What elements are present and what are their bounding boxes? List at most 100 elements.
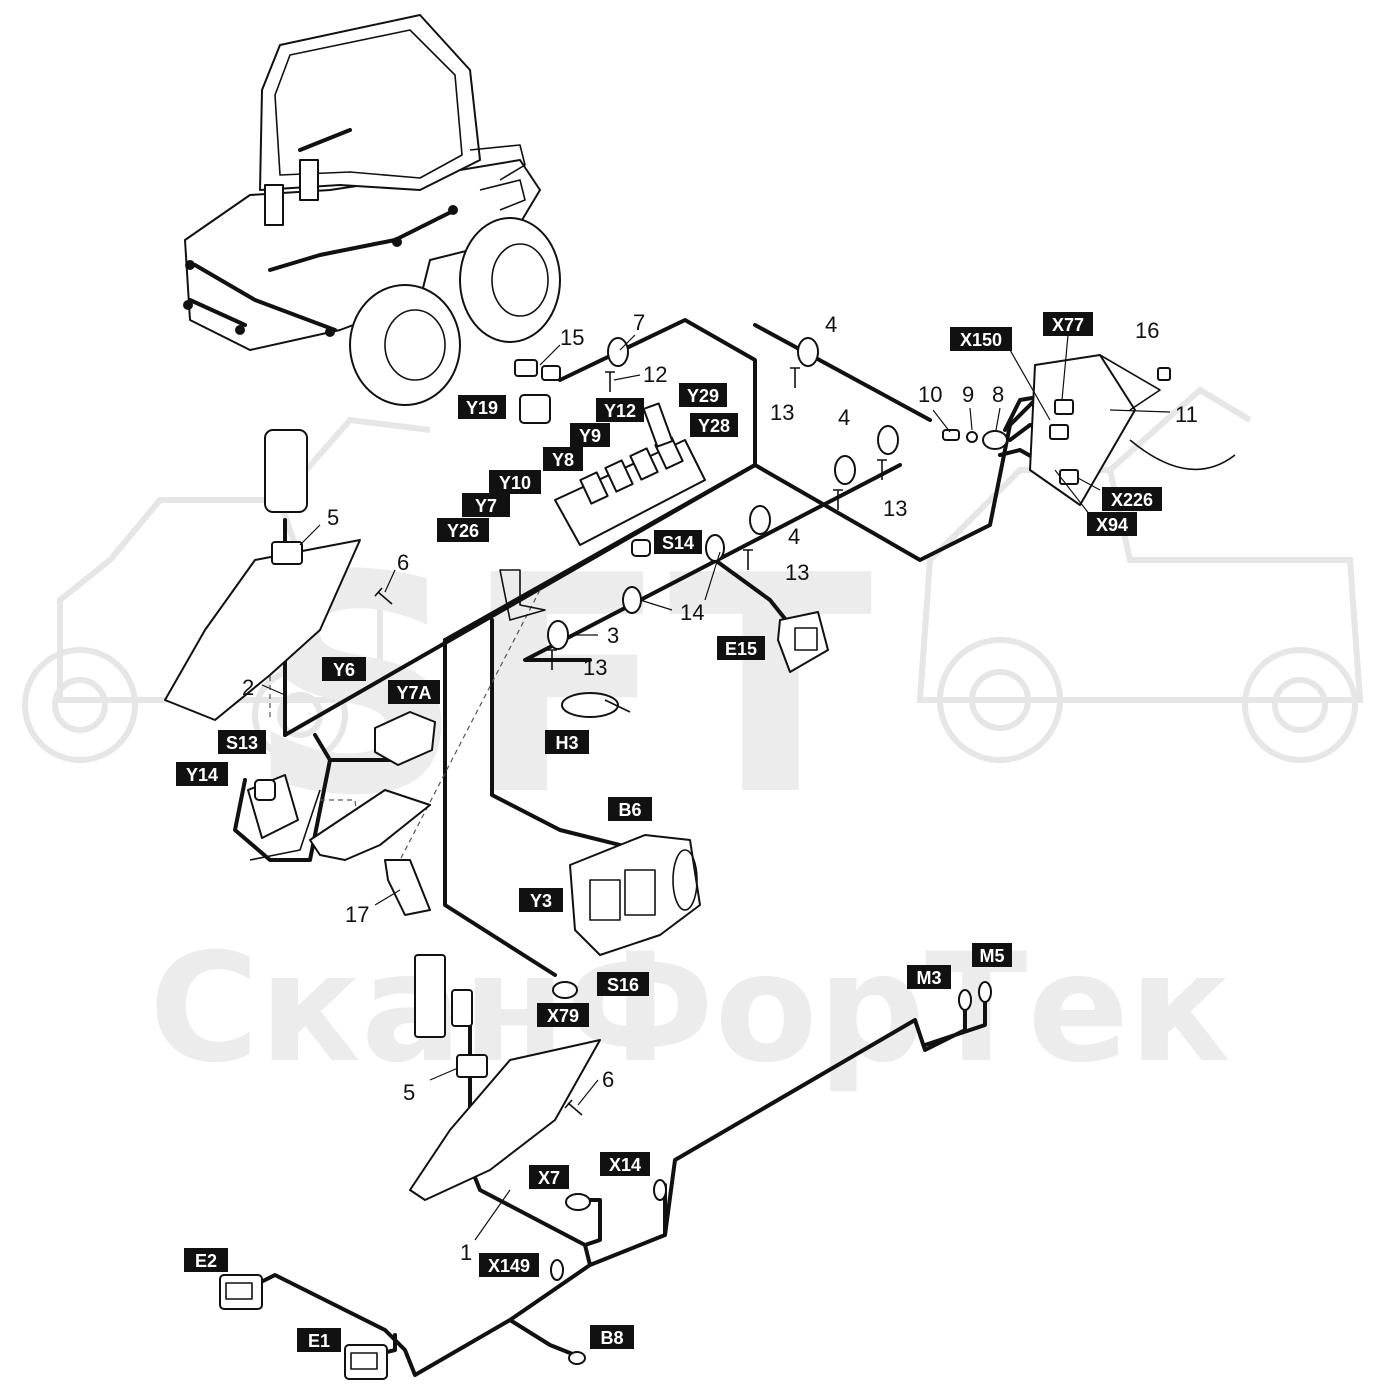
leader-6a <box>384 569 396 593</box>
loader-panel-2 <box>299 159 319 201</box>
switch-s14 <box>631 539 651 557</box>
tag-e15: E15 <box>717 636 765 660</box>
loader-node-3 <box>235 325 245 335</box>
svg-text:Y12: Y12 <box>604 401 636 421</box>
harness-to-b6 <box>490 618 642 852</box>
connector-15 <box>514 359 538 377</box>
leader-x94 <box>1054 469 1091 516</box>
bolt-12 <box>605 371 615 392</box>
svg-text:Y29: Y29 <box>687 386 719 406</box>
tag-h3: H3 <box>545 730 589 754</box>
svg-text:E15: E15 <box>725 639 757 659</box>
component-tags: X77 X150 Y29 Y28 Y19 Y12 Y9 Y8 Y10 Y7 Y2… <box>176 312 1162 1352</box>
harness-diagonal-lamps <box>523 463 902 662</box>
nut-16 <box>1157 367 1171 381</box>
bolt-13e <box>547 649 557 670</box>
screw-10 <box>942 429 960 441</box>
sensor-y19 <box>519 394 551 424</box>
cable-to-right <box>1129 439 1236 471</box>
tag-b6: B6 <box>608 797 652 821</box>
horn-h3-bracket <box>604 699 631 713</box>
watermark: SFT СканФорТек <box>22 386 1364 1096</box>
loader-front-arm <box>469 144 526 211</box>
relay-block-lower <box>414 954 446 1038</box>
loader-node-6 <box>392 237 402 247</box>
watermark-company: СканФорТек <box>149 922 1231 1096</box>
bolt-13d <box>743 549 753 570</box>
pump-y3 <box>569 834 701 956</box>
clamp-14a <box>705 534 725 562</box>
item-number: 6 <box>602 1067 614 1092</box>
tag-m3: M3 <box>907 965 951 989</box>
harness-to-x79 <box>443 638 557 977</box>
tag-x226: X226 <box>1102 487 1162 511</box>
horn-h3 <box>561 692 619 718</box>
loader-node-5 <box>448 205 458 215</box>
svg-text:X226: X226 <box>1111 490 1153 510</box>
bolt-13a <box>790 367 800 388</box>
svg-text:M3: M3 <box>916 968 941 988</box>
item-number: 4 <box>825 312 837 337</box>
tag-s13: S13 <box>218 730 266 754</box>
svg-text:Y19: Y19 <box>466 398 498 418</box>
lamp-e15-grid <box>794 627 818 651</box>
bolt-6b <box>564 1099 583 1116</box>
loader-wheel-front-hub <box>384 309 446 381</box>
pump-y3-flange <box>672 849 698 911</box>
tag-s14: S14 <box>654 530 702 554</box>
item-number: 13 <box>785 560 809 585</box>
svg-text:Y9: Y9 <box>579 426 601 446</box>
connector-x149 <box>550 1259 564 1281</box>
loader-node-4 <box>325 327 335 337</box>
connector-15b <box>541 365 561 381</box>
tag-y7a: Y7A <box>388 680 440 704</box>
leader-2 <box>261 684 286 696</box>
svg-text:S16: S16 <box>607 975 639 995</box>
bracket-17 <box>384 859 431 916</box>
item-number: 4 <box>788 524 800 549</box>
lamp-e1-grid <box>350 1352 378 1370</box>
relay-block-upper <box>264 429 308 513</box>
tag-b8: B8 <box>590 1325 634 1349</box>
item-number: 6 <box>397 550 409 575</box>
connector-x14 <box>653 1179 667 1201</box>
valve-coil-3 <box>629 447 659 481</box>
bolt-6a <box>374 587 393 605</box>
leader-lines <box>261 334 1171 1241</box>
svg-text:X150: X150 <box>960 330 1002 350</box>
connector-x79 <box>451 989 473 1027</box>
tag-x14: X14 <box>600 1152 650 1176</box>
grommet-5a <box>271 541 303 565</box>
valve-y7a <box>374 711 436 766</box>
item-number: 17 <box>345 902 369 927</box>
clamp-14b <box>622 586 642 614</box>
svg-text:Y7: Y7 <box>475 496 497 516</box>
switch-s16 <box>552 981 578 999</box>
harness-to-e15 <box>713 558 792 627</box>
svg-text:S13: S13 <box>226 733 258 753</box>
leader-17 <box>374 889 401 906</box>
tag-y29: Y29 <box>679 383 727 407</box>
washer-9 <box>966 431 978 443</box>
connector-x7 <box>565 1193 591 1211</box>
leader-x226 <box>1077 477 1101 491</box>
switch-s13 <box>254 779 276 801</box>
leader-11 <box>1109 409 1171 413</box>
clamp-3 <box>547 620 569 650</box>
tag-y7: Y7 <box>462 493 510 517</box>
clamp-4b <box>877 425 899 455</box>
tag-y9: Y9 <box>570 423 610 447</box>
control-box-11 <box>1029 354 1136 506</box>
components <box>164 337 1236 1380</box>
tag-y28: Y28 <box>690 413 738 437</box>
tag-y6: Y6 <box>322 657 366 681</box>
leader-x77 <box>1061 334 1069 401</box>
loader-panel-1 <box>264 184 284 226</box>
svg-text:B6: B6 <box>618 800 641 820</box>
item-number: 11 <box>1175 402 1198 427</box>
valve-y29 <box>642 402 674 448</box>
mounting-plate-lower <box>409 1039 601 1201</box>
item-number: 2 <box>242 675 254 700</box>
grommet-5b <box>456 1054 488 1078</box>
item-numbers: 7 4 16 15 12 13 10 9 8 11 4 13 4 13 5 6 … <box>242 310 1198 1265</box>
